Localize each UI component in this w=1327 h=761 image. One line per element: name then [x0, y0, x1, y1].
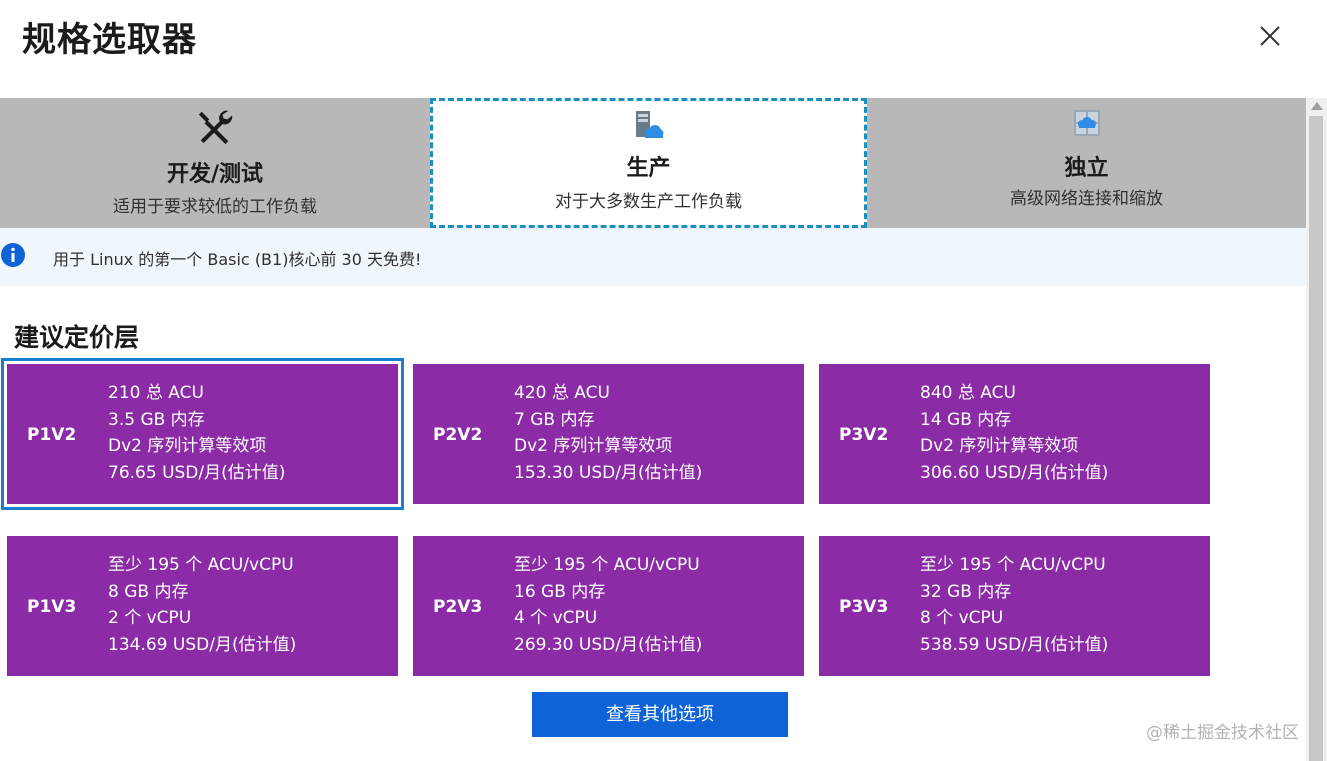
tab-production[interactable]: 生产 对于大多数生产工作负载: [430, 98, 867, 228]
close-icon: [1260, 26, 1280, 46]
tier-spec-line: 14 GB 内存: [920, 409, 1012, 430]
tier-spec-line: 7 GB 内存: [514, 409, 595, 430]
tier-spec-line: 16 GB 内存: [514, 581, 606, 602]
tier-spec-line: 至少 195 个 ACU/vCPU: [108, 555, 294, 575]
tier-name: P3V3: [839, 597, 889, 617]
tab-dev-test[interactable]: 开发/测试 适用于要求较低的工作负载: [0, 98, 430, 228]
tier-card-p2v2[interactable]: P2V2 420 总 ACU 7 GB 内存 Dv2 序列计算等效项 153.3…: [413, 364, 804, 504]
tier-spec-line: 2 个 vCPU: [108, 608, 192, 629]
tab-dev-test-desc: 适用于要求较低的工作负载: [113, 197, 317, 217]
tools-icon: [198, 110, 233, 145]
info-icon: [1, 243, 25, 267]
tier-card-p3v3[interactable]: P3V3 至少 195 个 ACU/vCPU 32 GB 内存 8 个 vCPU…: [819, 536, 1210, 676]
tier-spec-line: 8 个 vCPU: [920, 608, 1004, 629]
tier-spec-line: 3.5 GB 内存: [108, 409, 205, 430]
info-text: 用于 Linux 的第一个 Basic (B1)核心前 30 天免费!: [53, 250, 422, 269]
tier-spec-line: 420 总 ACU: [514, 383, 610, 403]
tier-card-p3v2[interactable]: P3V2 840 总 ACU 14 GB 内存 Dv2 序列计算等效项 306.…: [819, 364, 1210, 504]
tier-price: 134.69 USD/月(估计值): [108, 635, 297, 656]
tier-card-p2v3[interactable]: P2V3 至少 195 个 ACU/vCPU 16 GB 内存 4 个 vCPU…: [413, 536, 804, 676]
scroll-up-arrow-icon[interactable]: [1311, 102, 1323, 110]
tier-spec-line: Dv2 序列计算等效项: [920, 436, 1079, 457]
tier-card-p1v2[interactable]: P1V2 210 总 ACU 3.5 GB 内存 Dv2 序列计算等效项 76.…: [1, 358, 404, 510]
tier-spec-line: 4 个 vCPU: [514, 608, 598, 629]
tier-spec-line: 8 GB 内存: [108, 581, 189, 602]
tier-spec-line: 32 GB 内存: [920, 581, 1012, 602]
scrollbar-thumb[interactable]: [1309, 116, 1323, 761]
tab-isolated-name: 独立: [1064, 156, 1109, 181]
tier-spec-line: 840 总 ACU: [920, 383, 1016, 403]
tier-spec-line: 210 总 ACU: [108, 383, 204, 403]
tier-name: P1V2: [27, 425, 77, 445]
tier-category-tabs: 开发/测试 适用于要求较低的工作负载 生产 对于大多数生产工作负载 独立: [0, 98, 1306, 228]
info-banner: 用于 Linux 的第一个 Basic (B1)核心前 30 天免费!: [0, 228, 1306, 286]
tier-price: 153.30 USD/月(估计值): [514, 463, 703, 484]
page-title: 规格选取器: [22, 20, 197, 60]
tier-spec-line: 至少 195 个 ACU/vCPU: [920, 555, 1106, 575]
tab-isolated-desc: 高级网络连接和缩放: [1010, 189, 1163, 209]
close-button[interactable]: [1252, 18, 1288, 54]
tier-spec-line: Dv2 序列计算等效项: [108, 436, 267, 457]
tier-name: P1V3: [27, 597, 77, 617]
tab-production-name: 生产: [626, 156, 671, 181]
tier-price: 306.60 USD/月(估计值): [920, 463, 1109, 484]
tier-name: P2V3: [433, 597, 483, 617]
see-more-options-button[interactable]: 查看其他选项: [532, 692, 788, 737]
tab-dev-test-name: 开发/测试: [166, 162, 264, 187]
tier-name: P3V2: [839, 425, 889, 445]
tab-production-desc: 对于大多数生产工作负载: [555, 192, 742, 212]
tier-price: 538.59 USD/月(估计值): [920, 635, 1109, 656]
server-cloud-icon: [635, 111, 663, 138]
section-title: 建议定价层: [14, 323, 140, 352]
isolated-network-icon: [1073, 110, 1100, 136]
tier-price: 269.30 USD/月(估计值): [514, 635, 703, 656]
tier-spec-line: 至少 195 个 ACU/vCPU: [514, 555, 700, 575]
tier-card-p1v3[interactable]: P1V3 至少 195 个 ACU/vCPU 8 GB 内存 2 个 vCPU …: [7, 536, 398, 676]
tier-price: 76.65 USD/月(估计值): [108, 463, 286, 484]
watermark: @稀土掘金技术社区: [1146, 723, 1299, 743]
tier-spec-line: Dv2 序列计算等效项: [514, 436, 673, 457]
tier-name: P2V2: [433, 425, 483, 445]
tab-isolated[interactable]: 独立 高级网络连接和缩放: [867, 98, 1306, 228]
